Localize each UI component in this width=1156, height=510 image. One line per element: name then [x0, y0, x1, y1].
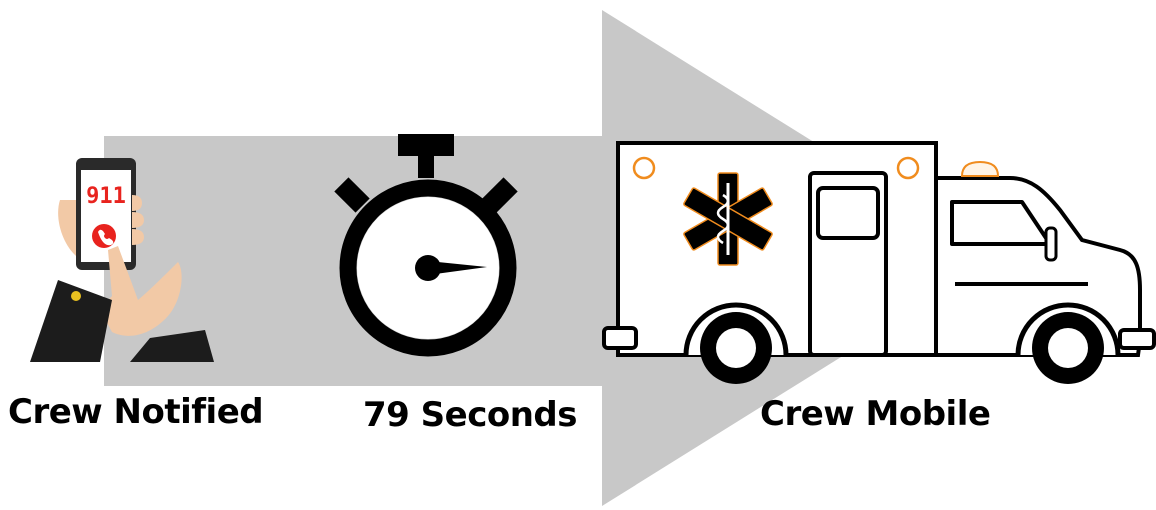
marker-light-left — [634, 158, 654, 178]
roof-light-icon — [962, 162, 998, 176]
phone-screen-text: 911 — [86, 184, 126, 209]
sleeve-button — [71, 291, 81, 301]
front-hubcap — [1048, 328, 1088, 368]
rear-hubcap — [716, 328, 756, 368]
left-sleeve — [30, 280, 112, 362]
front-bumper — [1120, 330, 1154, 348]
marker-light-right — [898, 158, 918, 178]
rear-bumper — [604, 328, 636, 348]
stopwatch-stem — [418, 152, 434, 178]
stage-label-crew-notified: Crew Notified — [8, 395, 263, 429]
stage-label-elapsed-time: 79 Seconds — [363, 398, 577, 432]
ambulance-door-window — [818, 188, 878, 238]
side-mirror — [1046, 228, 1056, 260]
stage-label-crew-mobile: Crew Mobile — [760, 397, 990, 431]
ambulance-icon — [604, 143, 1154, 384]
